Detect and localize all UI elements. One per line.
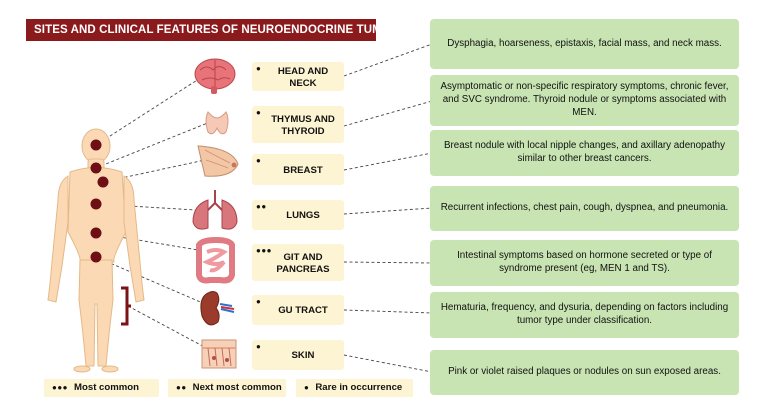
occurrence-dots: ●	[256, 156, 262, 165]
occurrence-dots: ●	[256, 297, 262, 306]
skin-bracket-icon	[121, 286, 131, 326]
organ-label-text: HEAD AND NECK	[277, 65, 329, 89]
description-lungs: Recurrent infections, chest pain, cough,…	[430, 186, 739, 231]
organ-label-text: THYMUS AND THYROID	[271, 113, 335, 137]
connector-desc-git	[343, 261, 433, 264]
occurrence-dots: ●●●	[256, 246, 272, 255]
legend-dots: ●●	[176, 383, 187, 392]
occurrence-dots: ●●	[256, 202, 267, 211]
organ-label-breast: ● BREAST	[252, 154, 344, 185]
description-breast: Breast nodule with local nipple changes,…	[430, 130, 739, 176]
breast-icon	[197, 145, 239, 177]
organ-label-text: BREAST	[283, 164, 323, 176]
connector-skin	[127, 305, 211, 351]
connector-desc-thymus	[343, 100, 433, 127]
human-body-icon	[47, 128, 145, 373]
description-skin: Pink or violet raised plaques or nodules…	[430, 350, 739, 395]
legend-rare-in-occurrence: ● Rare in occurrence	[296, 379, 413, 397]
legend-dots: ●●●	[52, 383, 68, 392]
legend-dots: ●	[304, 383, 310, 392]
organ-label-lungs: ●● LUNGS	[252, 200, 344, 230]
legend-next-most-common: ●● Next most common	[168, 379, 286, 397]
body-markers	[90, 139, 109, 263]
occurrence-dots: ●	[256, 108, 262, 117]
kidney-icon	[200, 291, 235, 326]
connector-desc-lungs	[343, 207, 433, 215]
description-thymus-and-thyroid: Asymptomatic or non-specific respiratory…	[430, 75, 739, 126]
connector-desc-gu	[343, 309, 433, 314]
intestine-icon	[196, 236, 235, 284]
connector-desc-head	[343, 43, 433, 77]
description-head-and-neck: Dysphagia, hoarseness, epistaxis, facial…	[430, 19, 739, 69]
brain-icon	[194, 58, 236, 94]
thyroid-icon	[205, 111, 229, 135]
occurrence-dots: ●	[256, 64, 262, 73]
legend-label: Next most common	[192, 382, 282, 393]
organ-label-text: GIT AND PANCREAS	[276, 251, 330, 275]
organ-label-text: GU TRACT	[278, 305, 328, 316]
connector-thymus	[95, 121, 211, 169]
description-git-and-pancreas: Intestinal symptoms based on hormone sec…	[430, 240, 739, 286]
organ-label-thymus-and-thyroid: ● THYMUS AND THYROID	[252, 106, 344, 143]
marker-gu	[90, 251, 102, 263]
legend-most-common: ●●● Most common	[44, 379, 159, 397]
organ-label-text: SKIN	[291, 350, 315, 361]
marker-git	[90, 227, 102, 239]
marker-head	[90, 139, 102, 151]
organ-label-head-and-neck: ● HEAD AND NECK	[252, 62, 344, 91]
marker-thymus	[90, 162, 102, 174]
connector-head	[95, 74, 206, 146]
marker-breast	[97, 176, 109, 188]
legend-label: Most common	[74, 382, 140, 393]
description-gu-tract: Hematuria, frequency, and dysuria, depen…	[430, 292, 739, 338]
skin-icon	[201, 339, 237, 369]
connector-desc-skin	[343, 354, 433, 373]
legend-label: Rare in occurrence	[315, 382, 403, 393]
organ-label-text: LUNGS	[286, 210, 320, 221]
organ-label-git-and-pancreas: ●●● GIT AND PANCREAS	[252, 244, 344, 281]
occurrence-dots: ●	[256, 342, 262, 351]
marker-lungs	[90, 198, 102, 210]
organ-label-gu-tract: ● GU TRACT	[252, 295, 344, 325]
page-title: SITES AND CLINICAL FEATURES OF NEUROENDO…	[26, 19, 407, 41]
organ-label-skin: ● SKIN	[252, 340, 344, 370]
connector-desc-breast	[343, 152, 433, 171]
lungs-icon	[192, 190, 238, 230]
